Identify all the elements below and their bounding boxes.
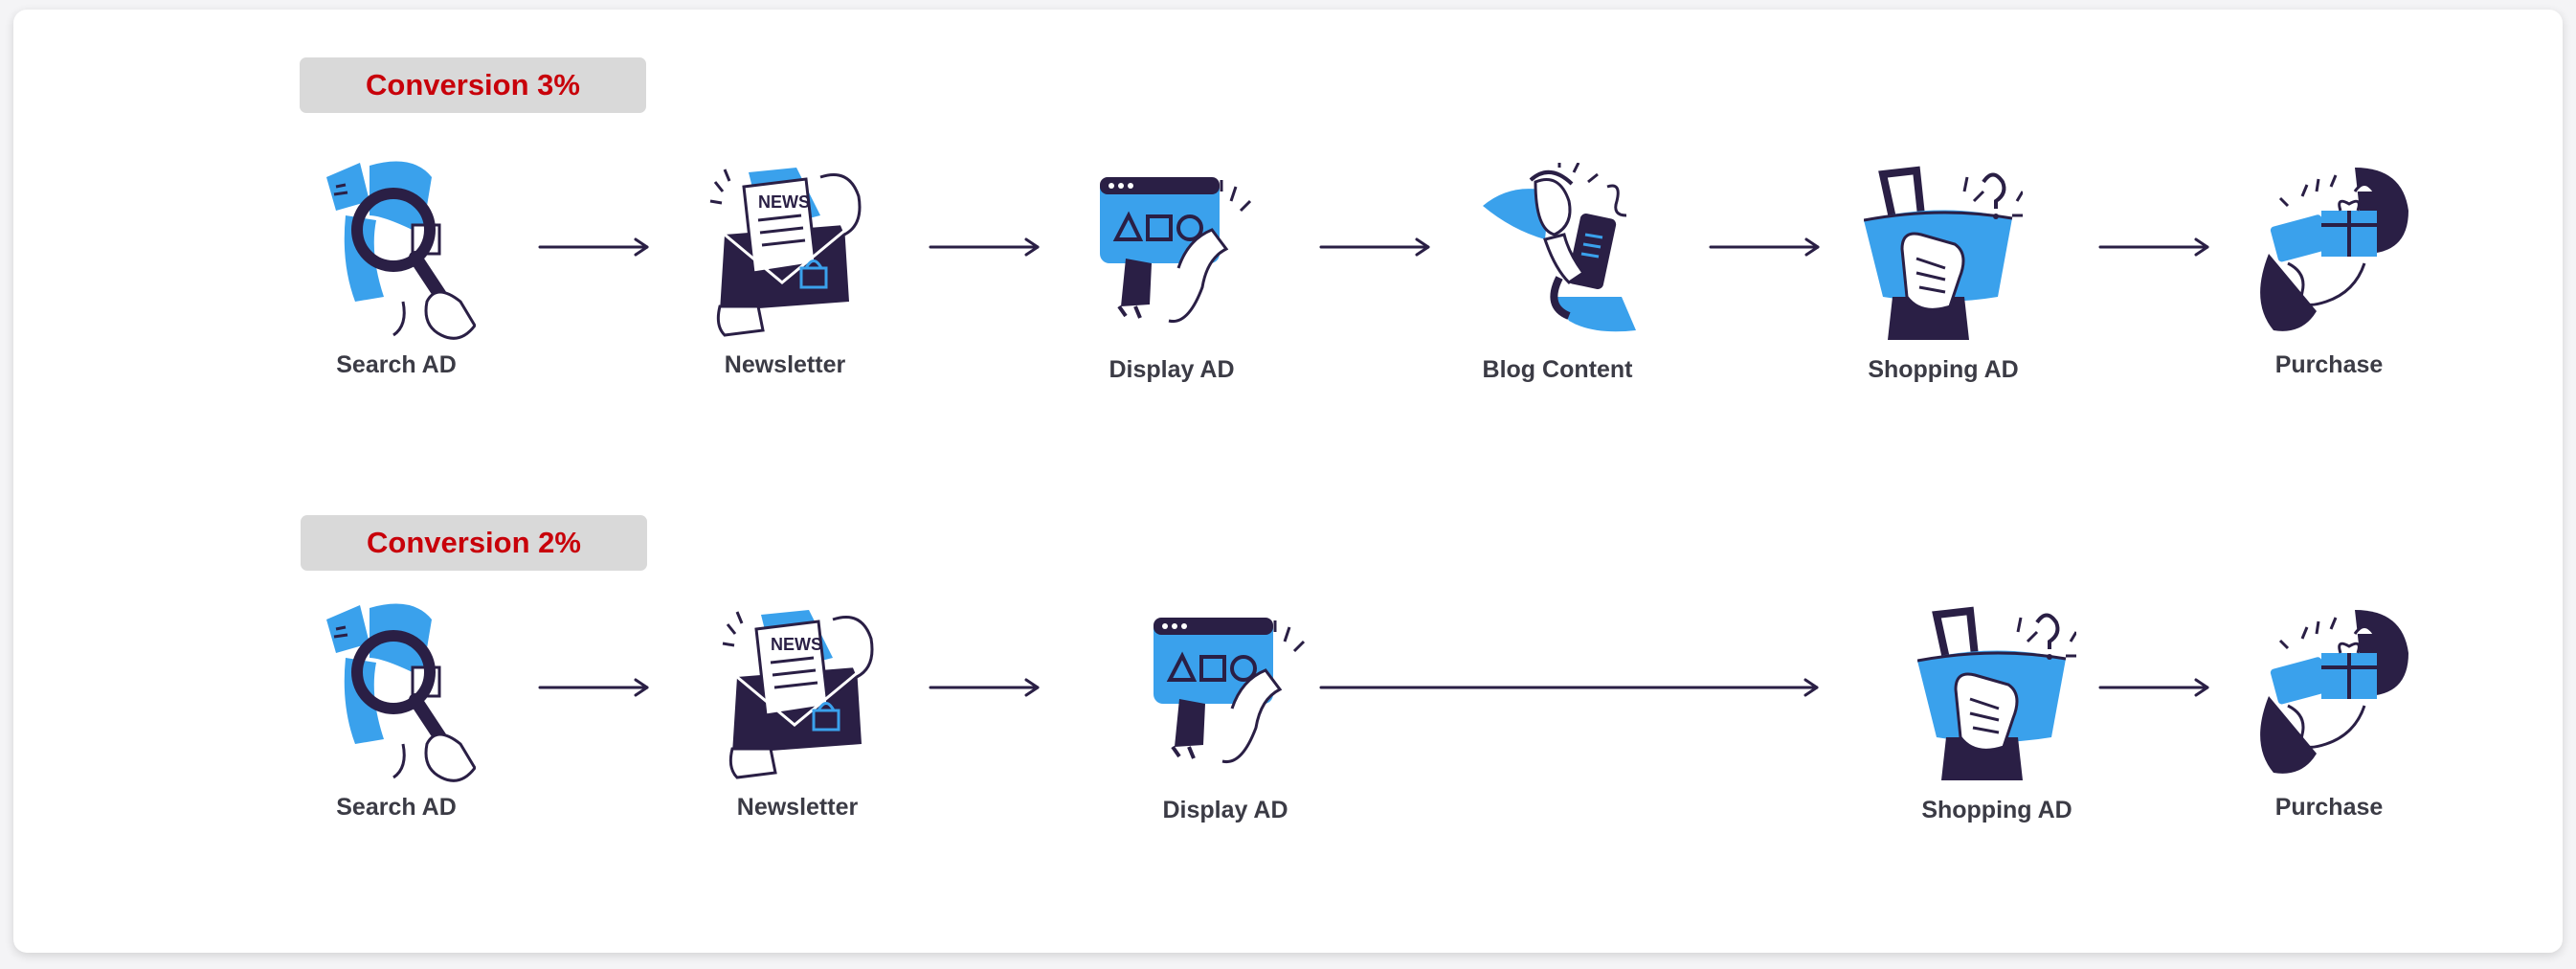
purchase-card-gift-icon [2250, 600, 2408, 782]
stage-newsletter: Newsletter [684, 158, 885, 378]
display-browser-icon [1146, 603, 1305, 785]
blog-reader-icon [1478, 163, 1637, 345]
conversion-badge-text: Conversion 3% [366, 68, 580, 101]
stage-label: Display AD [1109, 356, 1235, 383]
stage-label: Shopping AD [1868, 356, 2019, 383]
newsletter-envelope-icon [706, 158, 864, 340]
flow-arrow [1319, 237, 1430, 257]
newsletter-envelope-icon [718, 600, 877, 782]
stage-display-ad: Display AD [1071, 163, 1272, 383]
conversion-badge-text: Conversion 2% [367, 526, 581, 559]
display-browser-icon [1092, 163, 1251, 345]
conversion-badge: Conversion 3% [300, 57, 646, 113]
stage-search-ad: Search AD [296, 158, 497, 378]
stage-label: Blog Content [1482, 356, 1633, 383]
shopping-basket-icon [1864, 163, 2023, 345]
stage-shopping-ad: Shopping AD [1843, 163, 2044, 383]
conversion-badge: Conversion 2% [301, 515, 647, 571]
stage-label: Purchase [2274, 351, 2384, 378]
stage-label: Purchase [2274, 794, 2384, 821]
diagram-card: Conversion 3% Search AD Newsletter Displ… [13, 10, 2563, 953]
flow-arrow [2098, 237, 2209, 257]
stage-purchase: Purchase [2229, 158, 2430, 378]
magnifier-icon [317, 600, 476, 782]
stage-display-ad: Display AD [1125, 603, 1326, 823]
stage-label: Newsletter [736, 794, 859, 821]
stage-label: Newsletter [724, 351, 846, 378]
flow-arrow [1709, 237, 1820, 257]
stage-label: Search AD [336, 351, 457, 378]
stage-newsletter: Newsletter [697, 600, 898, 821]
stage-label: Shopping AD [1921, 797, 2072, 823]
stage-label: Display AD [1162, 797, 1288, 823]
flow-arrow-long [1319, 678, 1819, 697]
stage-shopping-ad: Shopping AD [1896, 603, 2097, 823]
flow-arrow [538, 237, 649, 257]
stage-label: Search AD [336, 794, 457, 821]
stage-search-ad: Search AD [296, 600, 497, 821]
purchase-card-gift-icon [2250, 158, 2408, 340]
stage-blog-content: Blog Content [1457, 163, 1658, 383]
shopping-basket-icon [1917, 603, 2076, 785]
flow-arrow [538, 678, 649, 697]
flow-arrow [929, 678, 1040, 697]
stage-purchase: Purchase [2229, 600, 2430, 821]
flow-arrow [2098, 678, 2209, 697]
magnifier-icon [317, 158, 476, 340]
flow-arrow [929, 237, 1040, 257]
